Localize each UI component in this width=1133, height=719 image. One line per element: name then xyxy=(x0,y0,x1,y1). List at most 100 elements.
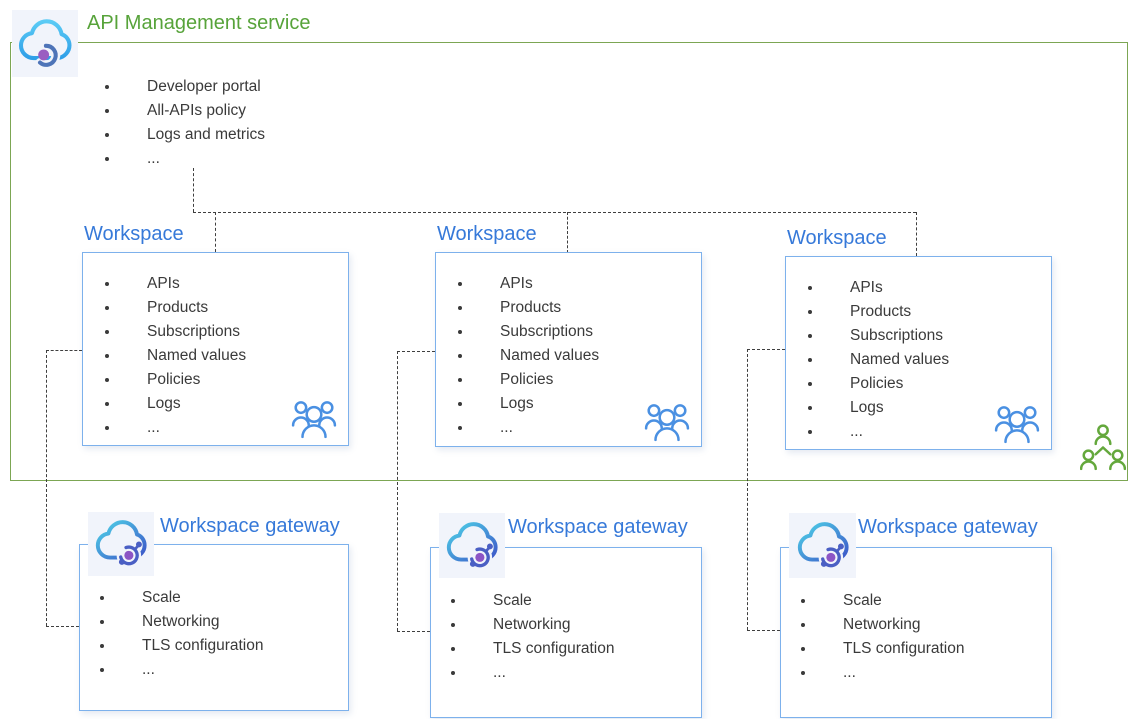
bullet-dot xyxy=(808,358,812,362)
bullet-dot xyxy=(105,85,109,89)
bullet-dot xyxy=(451,599,455,603)
gateway-item: ... xyxy=(142,661,155,678)
workspace-item: Subscriptions xyxy=(850,327,944,344)
connector-ws3-gw3-vertical xyxy=(747,349,748,630)
bullet-dot xyxy=(100,668,104,672)
workspace-item: Named values xyxy=(147,347,247,364)
service-item: All-APIs policy xyxy=(147,102,247,119)
list-item: Subscriptions xyxy=(808,324,949,348)
workspace-gateway-cloud-icon-svg xyxy=(95,520,147,568)
bullet-dot xyxy=(105,354,109,358)
list-item: Networking xyxy=(801,613,965,637)
workspace-item: APIs xyxy=(147,275,180,292)
gateway-item: Scale xyxy=(493,592,532,609)
bullet-dot xyxy=(105,402,109,406)
list-item: Logs and metrics xyxy=(105,123,265,147)
list-item: TLS configuration xyxy=(801,637,965,661)
gateway-item: Scale xyxy=(843,592,882,609)
list-item: Policies xyxy=(808,372,949,396)
workspace-item: ... xyxy=(147,419,160,436)
workspace-item: Named values xyxy=(500,347,600,364)
workspace-item: Subscriptions xyxy=(147,323,241,340)
gateway-3-label: Workspace gateway xyxy=(858,516,1038,538)
people-group-icon xyxy=(994,406,1040,444)
list-item: Products xyxy=(458,296,599,320)
list-item: Logs xyxy=(458,392,599,416)
workspace-item: APIs xyxy=(850,279,883,296)
bullet-dot xyxy=(100,620,104,624)
bullet-dot xyxy=(808,286,812,290)
workspace-gateway-cloud-icon xyxy=(88,512,154,576)
gateway-item: TLS configuration xyxy=(142,637,264,654)
workspace-item: Products xyxy=(147,299,209,316)
workspace-item: Logs xyxy=(850,399,884,416)
gateway-item: TLS configuration xyxy=(493,640,615,657)
connector-ws2-gw2-bottom xyxy=(397,631,430,632)
list-item: Scale xyxy=(100,586,264,610)
workspace-item: ... xyxy=(500,419,513,436)
bullet-dot xyxy=(801,599,805,603)
list-item: Logs xyxy=(105,392,246,416)
list-item: APIs xyxy=(458,272,599,296)
list-item: ... xyxy=(801,661,965,685)
gateway-2-feature-list: Scale Networking TLS configuration ... xyxy=(451,589,615,685)
workspace-3-label: Workspace xyxy=(787,227,887,249)
workspace-1-label: Workspace xyxy=(84,223,184,245)
workspace-gateway-cloud-icon-svg xyxy=(797,521,849,570)
list-item: Named values xyxy=(808,348,949,372)
bullet-dot xyxy=(801,647,805,651)
bullet-dot xyxy=(458,402,462,406)
bullet-dot xyxy=(808,406,812,410)
bullet-dot xyxy=(801,671,805,675)
workspace-item: ... xyxy=(850,423,863,440)
list-item: Networking xyxy=(451,613,615,637)
bullet-dot xyxy=(458,330,462,334)
bullet-dot xyxy=(105,378,109,382)
workspace-item: Products xyxy=(850,303,912,320)
bullet-dot xyxy=(808,382,812,386)
list-item: ... xyxy=(105,416,246,440)
bullet-dot xyxy=(801,623,805,627)
api-management-service-box xyxy=(10,42,1128,481)
workspace-1-box: APIs Products Subscriptions Named values… xyxy=(82,252,349,446)
bullet-dot xyxy=(458,306,462,310)
workspace-2-feature-list: APIs Products Subscriptions Named values… xyxy=(458,272,599,440)
bullet-dot xyxy=(100,644,104,648)
list-item: ... xyxy=(100,658,264,682)
list-item: Logs xyxy=(808,396,949,420)
workspace-2-box: APIs Products Subscriptions Named values… xyxy=(435,252,702,447)
connector-service-trunk-horizontal xyxy=(193,212,916,213)
workspace-2-label: Workspace xyxy=(437,223,537,245)
bullet-dot xyxy=(808,334,812,338)
bullet-dot xyxy=(105,109,109,113)
list-item: Named values xyxy=(458,344,599,368)
gateway-item: Scale xyxy=(142,589,181,606)
list-item: Policies xyxy=(105,368,246,392)
bullet-dot xyxy=(100,596,104,600)
workspace-1-feature-list: APIs Products Subscriptions Named values… xyxy=(105,272,246,440)
connector-drop-workspace-1 xyxy=(215,212,216,252)
bullet-dot xyxy=(458,378,462,382)
org-people-icon xyxy=(1080,424,1126,471)
api-management-cloud-icon xyxy=(12,10,78,77)
workspace-item: Logs xyxy=(147,395,181,412)
bullet-dot xyxy=(458,354,462,358)
list-item: Developer portal xyxy=(105,75,265,99)
connector-ws3-gw3-top xyxy=(747,349,785,350)
gateway-item: ... xyxy=(493,664,506,681)
gateway-item: Networking xyxy=(142,613,220,630)
workspace-gateway-cloud-icon xyxy=(439,513,505,578)
people-group-icon xyxy=(291,401,337,439)
bullet-dot xyxy=(458,282,462,286)
people-group-icon xyxy=(644,404,690,442)
service-feature-list: Developer portal All-APIs policy Logs an… xyxy=(105,75,265,171)
gateway-item: TLS configuration xyxy=(843,640,965,657)
gateway-item: Networking xyxy=(493,616,571,633)
bullet-dot xyxy=(808,310,812,314)
list-item: TLS configuration xyxy=(451,637,615,661)
list-item: Scale xyxy=(801,589,965,613)
connector-drop-workspace-2 xyxy=(567,212,568,253)
list-item: Policies xyxy=(458,368,599,392)
workspace-3-feature-list: APIs Products Subscriptions Named values… xyxy=(808,276,949,444)
